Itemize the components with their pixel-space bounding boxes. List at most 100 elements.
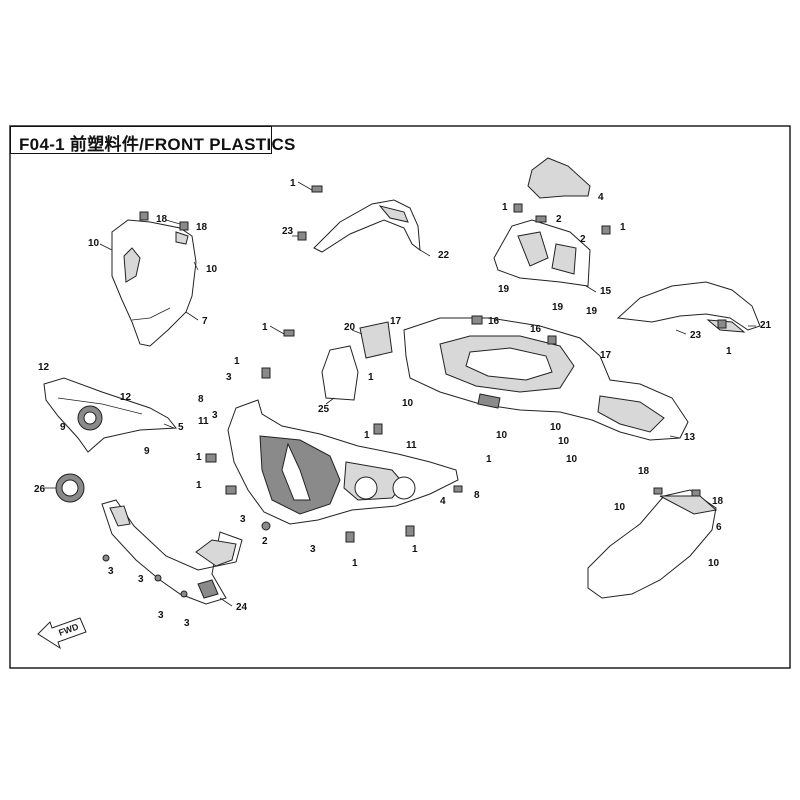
part-5-left-side-panel xyxy=(43,377,177,453)
callout-7: 7 xyxy=(202,316,208,327)
nut-icon xyxy=(154,574,162,582)
callout-1: 1 xyxy=(196,452,202,463)
callout-1: 1 xyxy=(234,356,240,367)
callout-10: 10 xyxy=(566,454,578,465)
part-24-lower-bumper xyxy=(101,499,243,605)
callout-23: 23 xyxy=(282,226,294,237)
callout-1: 1 xyxy=(290,178,296,189)
callout-16: 16 xyxy=(488,316,500,327)
callout-19: 19 xyxy=(586,306,598,317)
callout-3: 3 xyxy=(240,514,246,525)
bolt-icon xyxy=(205,453,217,463)
callout-10: 10 xyxy=(558,436,570,447)
part-25-side-plate xyxy=(321,345,359,401)
callout-17: 17 xyxy=(390,316,402,327)
callout-10: 10 xyxy=(708,558,720,569)
callout-1: 1 xyxy=(262,322,268,333)
bolt-icon xyxy=(283,329,295,337)
callout-3: 3 xyxy=(108,566,114,577)
callout-16: 16 xyxy=(530,324,542,335)
callout-2: 2 xyxy=(580,234,586,245)
callout-3: 3 xyxy=(212,410,218,421)
part-13-main-body xyxy=(403,317,689,441)
callout-18: 18 xyxy=(712,496,724,507)
callouts: 1 1 1 1 1 1 1 1 1 1 1 1 1 2 2 2 3 3 3 3 … xyxy=(34,178,772,629)
callout-3: 3 xyxy=(138,574,144,585)
callout-23: 23 xyxy=(690,330,702,341)
callout-10: 10 xyxy=(402,398,414,409)
callout-22: 22 xyxy=(438,250,450,261)
clip-icon xyxy=(179,221,189,231)
callout-11: 11 xyxy=(198,416,209,427)
bolt-icon xyxy=(225,485,237,495)
callout-18: 18 xyxy=(638,466,650,477)
callout-19: 19 xyxy=(498,284,510,295)
callout-13: 13 xyxy=(684,432,696,443)
callout-20: 20 xyxy=(344,322,356,333)
callout-3: 3 xyxy=(310,544,316,555)
callout-10: 10 xyxy=(550,422,562,433)
callout-1: 1 xyxy=(726,346,732,357)
callout-1: 1 xyxy=(364,430,370,441)
callout-1: 1 xyxy=(352,558,358,569)
bolt-icon xyxy=(717,319,727,329)
callout-2: 2 xyxy=(262,536,268,547)
bolt-icon xyxy=(535,215,547,223)
callout-3: 3 xyxy=(158,610,164,621)
part-7-left-inner-cover xyxy=(111,219,197,347)
bolt-icon xyxy=(601,225,611,235)
callout-18: 18 xyxy=(156,214,168,225)
bolt-icon xyxy=(373,423,383,435)
callout-1: 1 xyxy=(368,372,374,383)
clip-icon xyxy=(653,487,663,495)
callout-10: 10 xyxy=(496,430,508,441)
callout-15: 15 xyxy=(600,286,612,297)
nut-icon xyxy=(102,554,110,562)
callout-21: 21 xyxy=(760,320,772,331)
callout-10: 10 xyxy=(206,264,218,275)
diagram-title-box: F04-1 前塑料件/FRONT PLASTICS xyxy=(10,126,295,154)
clip-icon xyxy=(691,489,701,497)
callout-1: 1 xyxy=(412,544,418,555)
callout-26: 26 xyxy=(34,484,46,495)
callout-6: 6 xyxy=(716,522,722,533)
bolt-icon xyxy=(513,203,523,213)
bolt-icon xyxy=(471,315,483,325)
callout-17: 17 xyxy=(600,350,612,361)
part-6-right-mudguard xyxy=(587,489,718,599)
callout-4: 4 xyxy=(598,192,604,203)
part-4-top-cover xyxy=(527,157,591,199)
part-22-fender-flare xyxy=(313,199,421,253)
callout-2: 2 xyxy=(556,214,562,225)
part-21-right-fender xyxy=(616,281,761,333)
callout-9: 9 xyxy=(60,422,66,433)
clip-icon xyxy=(139,211,149,221)
callout-4: 4 xyxy=(440,496,446,507)
fwd-arrow: FWD xyxy=(37,617,87,650)
bolt-icon xyxy=(547,335,557,345)
callout-9: 9 xyxy=(144,446,150,457)
part-15-bracket-panel xyxy=(493,219,591,287)
callout-1: 1 xyxy=(196,480,202,491)
callout-8: 8 xyxy=(474,490,480,501)
clip-icon xyxy=(453,485,463,493)
callout-1: 1 xyxy=(620,222,626,233)
callout-10: 10 xyxy=(88,238,100,249)
callout-19: 19 xyxy=(552,302,564,313)
nut-icon xyxy=(261,521,271,531)
callout-8: 8 xyxy=(198,394,204,405)
bolt-icon xyxy=(345,531,355,543)
callout-24: 24 xyxy=(236,602,248,613)
part-20-small-panel xyxy=(359,321,393,359)
callout-3: 3 xyxy=(184,618,190,629)
bolt-icon xyxy=(261,367,271,379)
callout-25: 25 xyxy=(318,404,330,415)
callout-leaders xyxy=(44,181,756,607)
callout-1: 1 xyxy=(502,202,508,213)
callout-3: 3 xyxy=(226,372,232,383)
part-26-round-cap xyxy=(55,473,85,503)
drawing-border xyxy=(9,125,791,669)
bolt-icon xyxy=(297,231,307,241)
bolt-icon xyxy=(405,525,415,537)
callout-18: 18 xyxy=(196,222,208,233)
